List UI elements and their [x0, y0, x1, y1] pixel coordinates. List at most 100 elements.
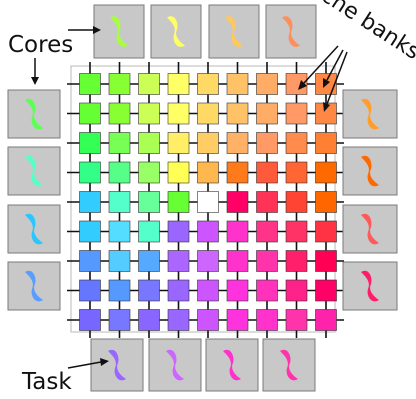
cache-arrowhead-1	[298, 80, 307, 90]
cache-bank	[79, 161, 101, 184]
cache-bank	[167, 220, 190, 243]
cache-bank	[138, 220, 160, 243]
cache-bank	[315, 279, 337, 302]
cache-bank	[138, 132, 160, 154]
cache-bank	[226, 161, 249, 184]
cache-bank	[79, 279, 101, 302]
cache-bank	[256, 161, 278, 184]
cache-bank	[79, 220, 101, 243]
cache-bank	[285, 191, 308, 213]
task-wave-icon	[361, 98, 379, 130]
cache-bank	[197, 279, 219, 302]
task-wave-icon	[223, 349, 241, 381]
cache-bank	[167, 309, 190, 331]
cache-bank	[285, 73, 308, 95]
cache-bank	[226, 309, 249, 331]
cache-bank	[138, 309, 160, 331]
cores-arrowhead-down	[31, 77, 39, 85]
cache-bank	[197, 161, 219, 184]
cache-bank	[79, 309, 101, 331]
cache-bank	[108, 250, 131, 272]
cache-bank	[256, 250, 278, 272]
cache-bank	[79, 102, 101, 125]
cache-bank	[315, 132, 337, 154]
cache-arrowhead-3	[323, 102, 330, 112]
cache-bank	[285, 220, 308, 243]
task-wave-icon	[25, 98, 43, 130]
cache-bank	[167, 102, 190, 125]
cache-bank	[79, 132, 101, 154]
cache-bank	[285, 309, 308, 331]
cache-bank	[315, 220, 337, 243]
task-wave-icon	[361, 270, 379, 302]
cache-bank	[108, 161, 131, 184]
cache-bank	[256, 309, 278, 331]
cache-bank	[256, 102, 278, 125]
task-wave-icon	[166, 349, 184, 381]
cache-bank	[197, 132, 219, 154]
cache-bank	[138, 279, 160, 302]
cache-bank	[197, 309, 219, 331]
cache-bank	[167, 73, 190, 95]
cache-bank	[138, 191, 160, 213]
cache-bank	[197, 73, 219, 95]
cache-bank	[315, 161, 337, 184]
cache-bank	[256, 191, 278, 213]
cache-bank	[315, 250, 337, 272]
task-wave-icon	[25, 213, 43, 245]
cache-bank	[197, 191, 219, 213]
cache-bank	[226, 132, 249, 154]
task-wave-icon	[361, 213, 379, 245]
cache-bank	[79, 73, 101, 95]
task-wave-icon	[25, 270, 43, 302]
cache-bank	[108, 191, 131, 213]
cache-arrowhead-2	[323, 78, 330, 88]
task-arrow	[67, 361, 102, 369]
cache-bank	[197, 250, 219, 272]
cache-bank	[226, 279, 249, 302]
cache-bank	[315, 191, 337, 213]
cache-bank	[167, 250, 190, 272]
task-wave-icon	[225, 16, 243, 47]
cache-bank	[285, 250, 308, 272]
cache-arrow-2	[326, 49, 344, 81]
cache-bank	[285, 161, 308, 184]
cache-bank	[285, 102, 308, 125]
cache-bank	[226, 220, 249, 243]
cache-bank	[167, 132, 190, 154]
cache-bank	[108, 132, 131, 154]
cache-arrow-1	[303, 45, 339, 84]
cache-bank	[108, 220, 131, 243]
cache-bank	[226, 102, 249, 125]
cache-bank	[256, 279, 278, 302]
label-task: Task	[21, 369, 72, 395]
task-wave-icon	[110, 16, 128, 47]
label-cores: Cores	[8, 32, 73, 58]
cache-bank	[79, 250, 101, 272]
label-arrows	[31, 26, 348, 369]
task-wave-icon	[167, 16, 185, 47]
cache-bank	[138, 161, 160, 184]
task-wave-icon	[108, 349, 126, 381]
task-wave-icon	[280, 349, 298, 381]
cache-bank	[108, 102, 131, 125]
task-wave-icon	[361, 155, 379, 187]
cache-bank	[108, 73, 131, 95]
cache-bank	[108, 309, 131, 331]
cache-bank	[138, 250, 160, 272]
cache-bank	[226, 250, 249, 272]
cache-bank	[138, 73, 160, 95]
cache-bank	[108, 279, 131, 302]
cache-bank	[167, 161, 190, 184]
cache-bank	[256, 73, 278, 95]
cache-bank	[226, 73, 249, 95]
task-wave-icon	[25, 155, 43, 187]
cache-bank	[285, 132, 308, 154]
cache-bank	[226, 191, 249, 213]
cache-bank	[315, 102, 337, 125]
task-wave-icon	[282, 16, 300, 47]
cache-bank	[285, 279, 308, 302]
task-arrowhead	[100, 358, 109, 366]
